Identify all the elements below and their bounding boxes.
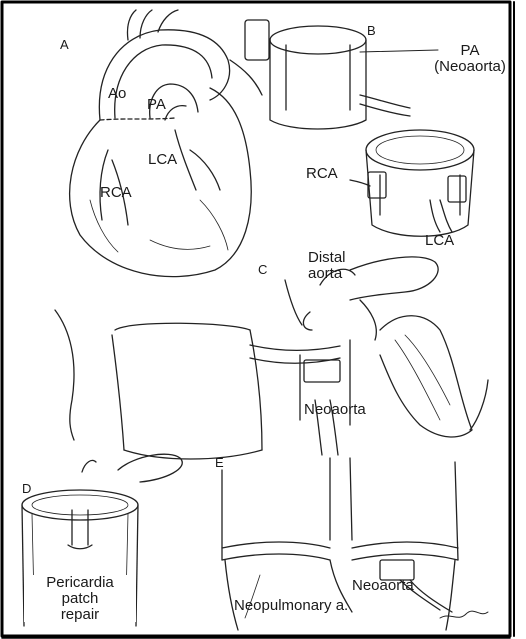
panel-label-a: A <box>60 38 69 52</box>
label-pericardial-patch-repair: Pericardia patch repair <box>24 575 136 622</box>
label-lca: LCA <box>148 152 177 168</box>
label-rca-cuff: RCA <box>306 166 338 182</box>
label-pa-neoaorta: PA (Neoaorta) <box>432 43 508 75</box>
label-pa-neoaorta-line1: PA <box>432 43 508 59</box>
label-lca-cuff: LCA <box>425 233 454 249</box>
label-pa: PA <box>147 97 166 113</box>
label-neopulmonary: Neopulmonary a. <box>234 598 348 614</box>
panel-label-e: E <box>215 456 224 470</box>
label-rca: RCA <box>100 185 132 201</box>
figure-frame <box>2 2 510 636</box>
label-distal-aorta-line2: aorta <box>308 266 346 282</box>
label-pa-neoaorta-line2: (Neoaorta) <box>432 59 508 75</box>
panel-label-b: B <box>367 24 376 38</box>
label-patch-line3: repair <box>24 607 136 623</box>
label-neoaorta-e: Neoaorta <box>352 578 414 594</box>
panel-label-c: C <box>258 263 267 277</box>
label-distal-aorta-line1: Distal <box>308 250 346 266</box>
panel-c-reconstruction-drawing <box>55 257 488 459</box>
label-distal-aorta: Distal aorta <box>308 250 346 282</box>
label-patch-line2: patch <box>24 591 136 607</box>
panel-a-heart-drawing <box>70 10 252 277</box>
label-neoaorta-c: Neoaorta <box>304 402 366 418</box>
label-patch-line1: Pericardia <box>24 575 136 591</box>
label-ao: Ao <box>108 86 126 102</box>
panel-label-d: D <box>22 482 31 496</box>
